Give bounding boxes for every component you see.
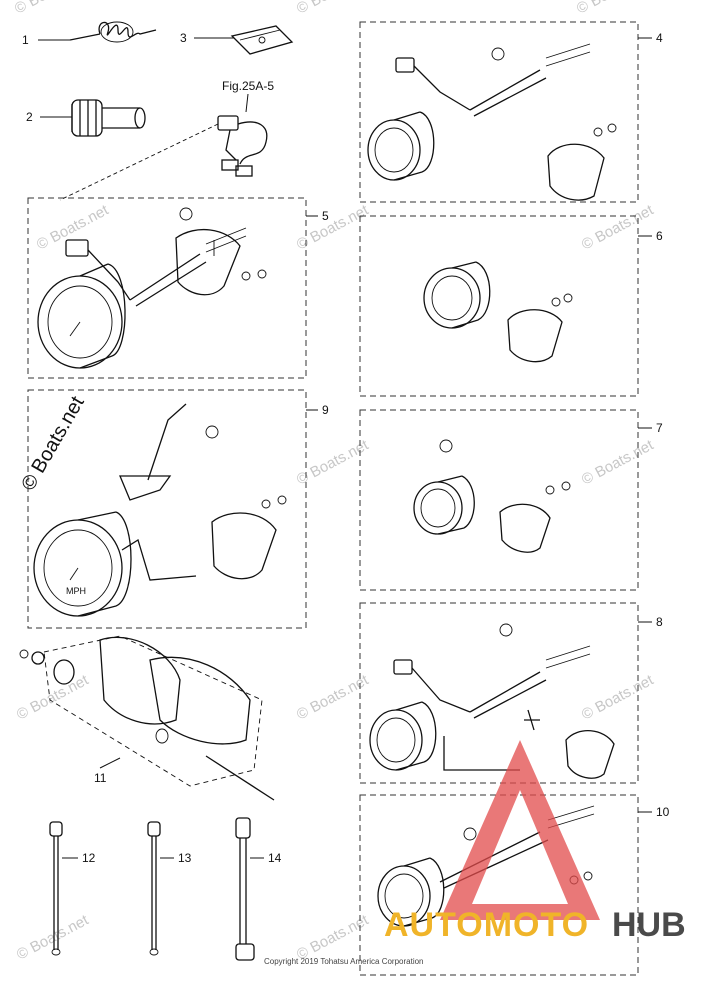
logo-triangle-icon xyxy=(440,740,600,920)
part-12-cable xyxy=(49,821,63,956)
fig-ref: Fig.25A-5 xyxy=(222,79,274,93)
gauge-face-label: MPH xyxy=(66,586,86,596)
automotohub-logo: AUTOMOTO HUB xyxy=(384,740,686,944)
callouts: 1 2 3 4 5 6 7 8 9 10 11 12 13 14 xyxy=(22,31,670,865)
watermark: © Boats.net xyxy=(12,0,90,18)
harness-fig-25a-5: Fig.25A-5 xyxy=(59,79,274,201)
callout-14: 14 xyxy=(268,851,282,865)
callout-2: 2 xyxy=(26,110,33,124)
group-box-4 xyxy=(359,21,639,203)
callout-11: 11 xyxy=(94,771,107,785)
gauge-7 xyxy=(413,439,571,553)
gauge-4 xyxy=(367,43,617,201)
watermark: © Boats.net xyxy=(14,911,92,963)
callout-4: 4 xyxy=(656,31,663,45)
part-13-cable xyxy=(147,821,161,956)
callout-9: 9 xyxy=(322,403,329,417)
callout-3: 3 xyxy=(180,31,187,45)
callout-12: 12 xyxy=(82,851,96,865)
gauge-6 xyxy=(423,261,573,363)
gauge-5 xyxy=(37,207,267,369)
part-2-sleeve xyxy=(71,99,146,137)
watermark: © Boats.net xyxy=(579,201,657,253)
callout-13: 13 xyxy=(178,851,192,865)
copyright: Copyright 2019 Tohatsu America Corporati… xyxy=(264,957,424,966)
watermark: © Boats.net xyxy=(294,0,372,18)
group-box-6 xyxy=(359,215,639,397)
group-box-5 xyxy=(27,197,307,379)
callout-6: 6 xyxy=(656,229,663,243)
watermark: © Boats.net xyxy=(34,201,112,253)
part-11-bracket xyxy=(19,635,275,801)
group-box-9 xyxy=(27,389,307,629)
logo-text-hub: HUB xyxy=(612,906,686,944)
watermark: © Boats.net xyxy=(14,671,92,723)
watermark: © Boats.net xyxy=(574,0,652,18)
gauge-9: MPH xyxy=(33,403,287,617)
part-14-cable xyxy=(235,817,255,961)
callout-10: 10 xyxy=(656,805,670,819)
gauge-8 xyxy=(369,623,615,779)
callout-1: 1 xyxy=(22,33,29,47)
group-box-7 xyxy=(359,409,639,591)
callout-5: 5 xyxy=(322,209,329,223)
callout-8: 8 xyxy=(656,615,663,629)
group-box-10 xyxy=(359,794,639,976)
watermark: © Boats.net xyxy=(579,436,657,488)
logo-text-automoto: AUTOMOTO xyxy=(384,906,589,944)
group-box-8 xyxy=(359,602,639,784)
watermarks: © Boats.net © Boats.net © Boats.net © Bo… xyxy=(12,0,657,964)
part-1-spring xyxy=(69,21,157,43)
callout-7: 7 xyxy=(656,421,663,435)
watermark: © Boats.net xyxy=(579,671,657,723)
part-3-pouch xyxy=(230,25,294,55)
